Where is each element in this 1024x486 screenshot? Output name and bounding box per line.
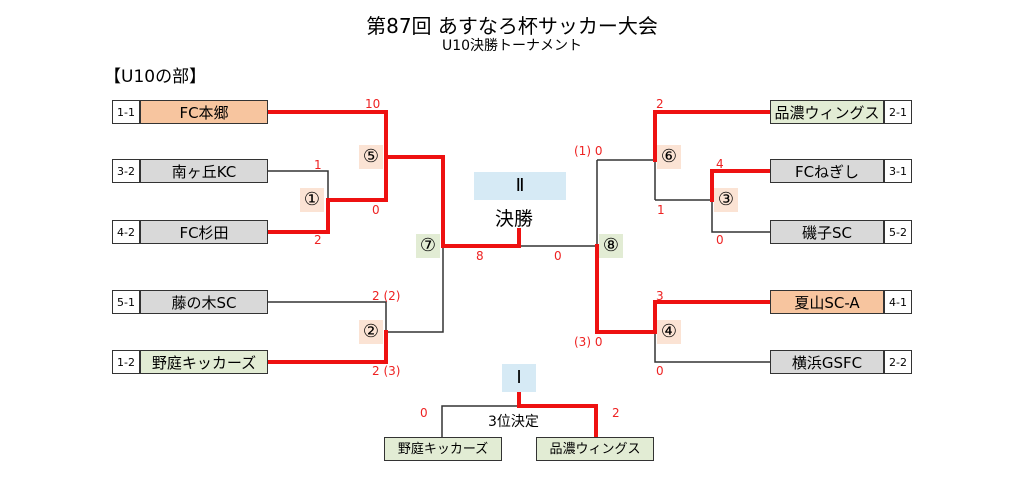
third-team-left: 野庭キッカーズ — [384, 437, 502, 461]
match-7: ⑦ — [416, 234, 440, 258]
score-third-left: 0 — [420, 406, 428, 420]
score-m7-left: 8 — [476, 249, 484, 263]
score-m4-bot: (3) 0 — [574, 335, 603, 349]
score-third-right: 2 — [612, 406, 620, 420]
seed-right-5: 2-2 — [884, 350, 912, 374]
team-right-4: 夏山SC-A — [770, 290, 884, 314]
match-6: ⑥ — [657, 145, 681, 169]
team-left-4: 藤の木SC — [140, 290, 268, 314]
match-4: ④ — [657, 320, 681, 344]
division-label: 【U10の部】 — [104, 67, 207, 87]
match-5: ⑤ — [359, 145, 383, 169]
team-left-2: 南ヶ丘KC — [140, 159, 268, 183]
team-right-3: 磯子SC — [770, 220, 884, 244]
seed-left-2: 3-2 — [112, 159, 140, 183]
match-8: ⑧ — [599, 234, 623, 258]
seed-left-3: 4-2 — [112, 220, 140, 244]
final-label: 決勝 — [495, 208, 534, 230]
match-2: ② — [359, 320, 383, 344]
score-m5-bot: 0 — [372, 203, 380, 217]
page-subtitle: U10決勝トーナメント — [441, 38, 583, 54]
final-marker: Ⅱ — [474, 172, 566, 200]
score-m3-low: 0 — [716, 233, 724, 247]
score-m3-bot: 1 — [657, 203, 665, 217]
team-left-5: 野庭キッカーズ — [140, 350, 268, 374]
page-title: 第87回 あすなろ杯サッカー大会 — [366, 14, 658, 38]
score-m5-top: 10 — [365, 97, 381, 111]
seed-right-4: 4-1 — [884, 290, 912, 314]
team-left-3: FC杉田 — [140, 220, 268, 244]
score-m2-top: 2 (2) — [372, 289, 401, 303]
seed-right-3: 5-2 — [884, 220, 912, 244]
score-m6-top: 2 — [656, 97, 664, 111]
score-m4-top: 3 — [656, 289, 664, 303]
seed-right-2: 3-1 — [884, 159, 912, 183]
score-m1-top: 1 — [314, 158, 322, 172]
third-label: 3位決定 — [488, 414, 539, 430]
score-m1-bot: 2 — [314, 233, 322, 247]
third-marker: Ⅰ — [502, 364, 536, 392]
match-3: ③ — [714, 188, 738, 212]
score-m3-top: 4 — [716, 157, 724, 171]
team-left-1: FC本郷 — [140, 100, 268, 124]
seed-left-4: 5-1 — [112, 290, 140, 314]
score-m2-bot: 2 (3) — [372, 364, 401, 378]
third-team-right: 品濃ウィングス — [536, 437, 654, 461]
score-m6-bot: (1) 0 — [574, 144, 603, 158]
score-m4-low: 0 — [656, 364, 664, 378]
seed-right-1: 2-1 — [884, 100, 912, 124]
seed-left-5: 1-2 — [112, 350, 140, 374]
match-1: ① — [300, 188, 324, 212]
score-m8-right: 0 — [554, 249, 562, 263]
team-right-5: 横浜GSFC — [770, 350, 884, 374]
team-right-1: 品濃ウィングス — [770, 100, 884, 124]
team-right-2: FCねぎし — [770, 159, 884, 183]
seed-left-1: 1-1 — [112, 100, 140, 124]
